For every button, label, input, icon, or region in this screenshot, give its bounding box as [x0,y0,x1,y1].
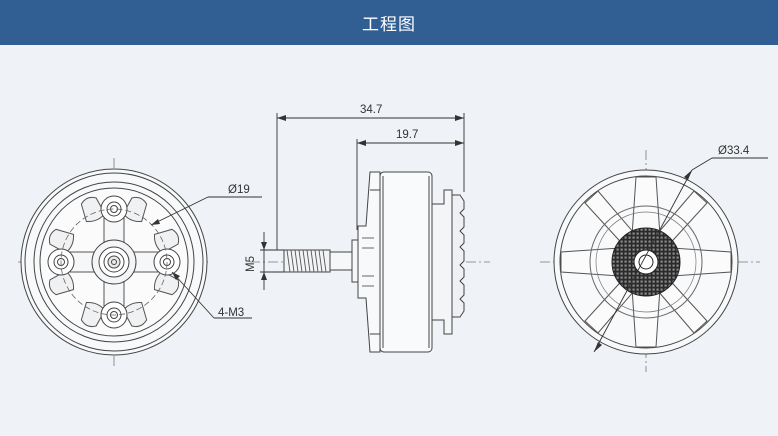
dim-mount-screws: 4-M3 [218,307,244,319]
dim-bell-diameter: Ø33.4 [718,145,750,157]
header-bar: 工程图 [0,0,778,45]
top-view [540,150,768,372]
page-title: 工程图 [362,15,416,35]
dim-body-length: 19.7 [396,129,418,141]
dim-shaft-thread: M5 [245,256,257,272]
dim-mount-circle: Ø19 [228,184,250,196]
dim-overall-length: 34.7 [360,104,382,116]
engineering-drawing: Ø19 4-M3 [18,104,768,372]
base-view [18,158,262,368]
side-view [250,113,490,353]
